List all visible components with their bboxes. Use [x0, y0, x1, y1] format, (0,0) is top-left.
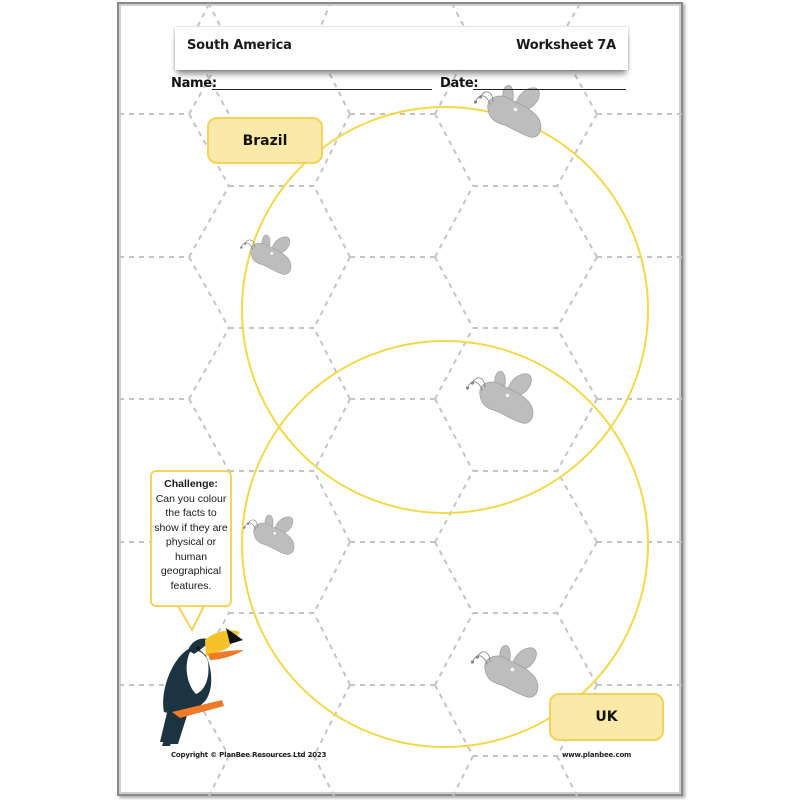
speech-bubble-tail: [177, 605, 205, 633]
venn-circle-brazil: [241, 106, 649, 514]
challenge-title: Challenge:: [164, 478, 218, 490]
challenge-text: Can you colour the facts to show if they…: [154, 492, 228, 592]
date-label: Date:: [440, 76, 479, 91]
name-field[interactable]: [212, 89, 432, 90]
hexagon-grid: [119, 3, 682, 797]
bee-icon: [465, 370, 534, 424]
venn-label-uk: UK: [549, 693, 664, 741]
bee-icon: [242, 514, 295, 555]
venn-circle-uk: [241, 340, 649, 748]
worksheet-header: South America Worksheet 7A: [175, 27, 628, 70]
venn-diagram: [241, 106, 649, 748]
worksheet-number: Worksheet 7A: [516, 38, 616, 53]
website-link[interactable]: www.planbee.com: [562, 751, 632, 759]
copyright-text: Copyright © PlanBee Resources Ltd 2023: [171, 751, 327, 759]
venn-label-brazil: Brazil: [207, 117, 323, 164]
bee-icon: [470, 644, 539, 698]
topic-title: South America: [187, 38, 292, 53]
challenge-speech-bubble: Challenge: Can you colour the facts to s…: [150, 470, 232, 607]
date-field[interactable]: [473, 89, 626, 90]
name-label: Name:: [171, 76, 217, 91]
bee-icon: [239, 234, 292, 275]
toucan-icon: [160, 628, 244, 746]
